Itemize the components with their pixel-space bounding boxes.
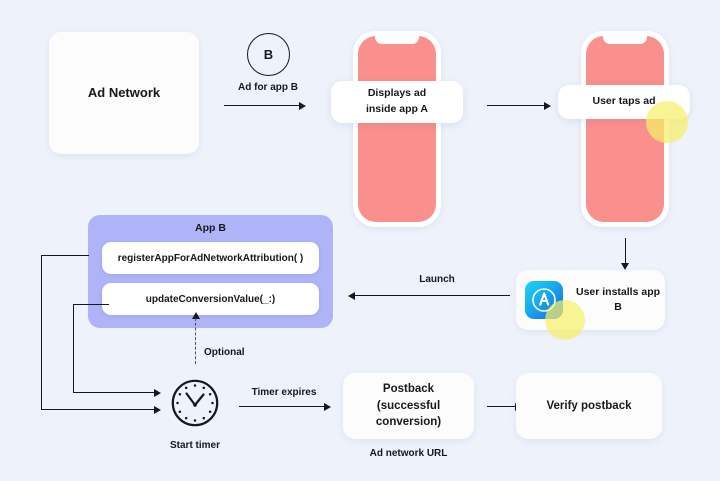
arrow-postback-to-verify-line bbox=[487, 406, 516, 408]
timer-expires-label: Timer expires bbox=[251, 387, 317, 398]
launch-label: Launch bbox=[419, 274, 455, 285]
ad-network-card[interactable]: Ad Network bbox=[49, 32, 199, 154]
yellow-accent-install bbox=[545, 300, 585, 340]
phone-b-overlay-line1: User taps ad bbox=[592, 95, 656, 108]
arrow-phone-a-to-b-line bbox=[487, 105, 545, 107]
optional-label: Optional bbox=[204, 347, 245, 358]
phone-b-notch bbox=[603, 36, 647, 44]
arrow-ad-to-phone-a-head bbox=[299, 101, 306, 110]
method-register-label: registerAppForAdNetworkAttribution( ) bbox=[117, 252, 304, 264]
ad-for-app-b-label: Ad for app B bbox=[238, 82, 298, 93]
arrow-launch-line bbox=[354, 295, 510, 297]
app-b-panel: App B registerAppForAdNetworkAttribution… bbox=[88, 215, 333, 328]
arrow-timer-to-postback-line bbox=[239, 406, 325, 408]
yellow-accent-tap bbox=[646, 101, 688, 143]
method-register-app-for-ad-network-attribution[interactable]: registerAppForAdNetworkAttribution( ) bbox=[102, 242, 319, 274]
arrow-phone-a-to-b-head bbox=[544, 101, 551, 110]
postback-line2: (successful conversion) bbox=[375, 399, 442, 429]
badge-letter: B bbox=[263, 47, 274, 62]
verify-postback-card[interactable]: Verify postback bbox=[516, 373, 662, 439]
postback-card[interactable]: Postback (successful conversion) bbox=[343, 373, 474, 439]
ad-network-label: Ad Network bbox=[87, 84, 161, 100]
bracket-outer-top bbox=[41, 255, 89, 257]
bracket-inner-bottom bbox=[73, 392, 155, 394]
arrow-tap-to-install-line bbox=[624, 238, 626, 264]
start-timer-clock[interactable] bbox=[170, 378, 220, 428]
arrow-timer-to-postback-head bbox=[324, 402, 331, 411]
arrow-ad-to-phone-a-line bbox=[224, 105, 300, 107]
optional-arrow-head bbox=[191, 312, 200, 319]
method-update-label: updateConversionValue(_:) bbox=[145, 293, 276, 305]
user-installs-app-b-card[interactable]: User installs app B bbox=[516, 270, 665, 330]
arrow-launch-head bbox=[348, 291, 355, 300]
app-b-title: App B bbox=[195, 222, 226, 234]
arrow-tap-to-install-head bbox=[620, 263, 629, 270]
phone-a-screen bbox=[358, 36, 436, 222]
ad-network-url-caption: Ad network URL bbox=[369, 448, 448, 459]
phone-a-overlay-card[interactable]: Displays ad inside app A bbox=[331, 81, 463, 123]
bracket-outer-head bbox=[154, 405, 161, 414]
bracket-outer-vertical bbox=[41, 255, 43, 410]
optional-dashed-line bbox=[195, 318, 196, 364]
phone-a-overlay-line2: inside app A bbox=[365, 103, 429, 115]
phone-a-notch bbox=[375, 36, 419, 44]
verify-postback-label: Verify postback bbox=[546, 399, 632, 412]
bracket-outer-bottom bbox=[41, 409, 155, 411]
postback-line1: Postback bbox=[382, 382, 435, 395]
start-timer-label: Start timer bbox=[169, 440, 220, 451]
bracket-inner-top bbox=[73, 304, 109, 306]
user-installs-app-b-label: User installs app B bbox=[575, 285, 661, 313]
bracket-inner-head bbox=[154, 388, 161, 397]
ad-for-app-b-badge: B bbox=[247, 33, 290, 76]
method-update-conversion-value[interactable]: updateConversionValue(_:) bbox=[102, 283, 319, 315]
phone-a-overlay-line1: Displays ad bbox=[367, 87, 427, 100]
phone-a bbox=[353, 31, 441, 227]
bracket-inner-vertical bbox=[73, 304, 75, 393]
